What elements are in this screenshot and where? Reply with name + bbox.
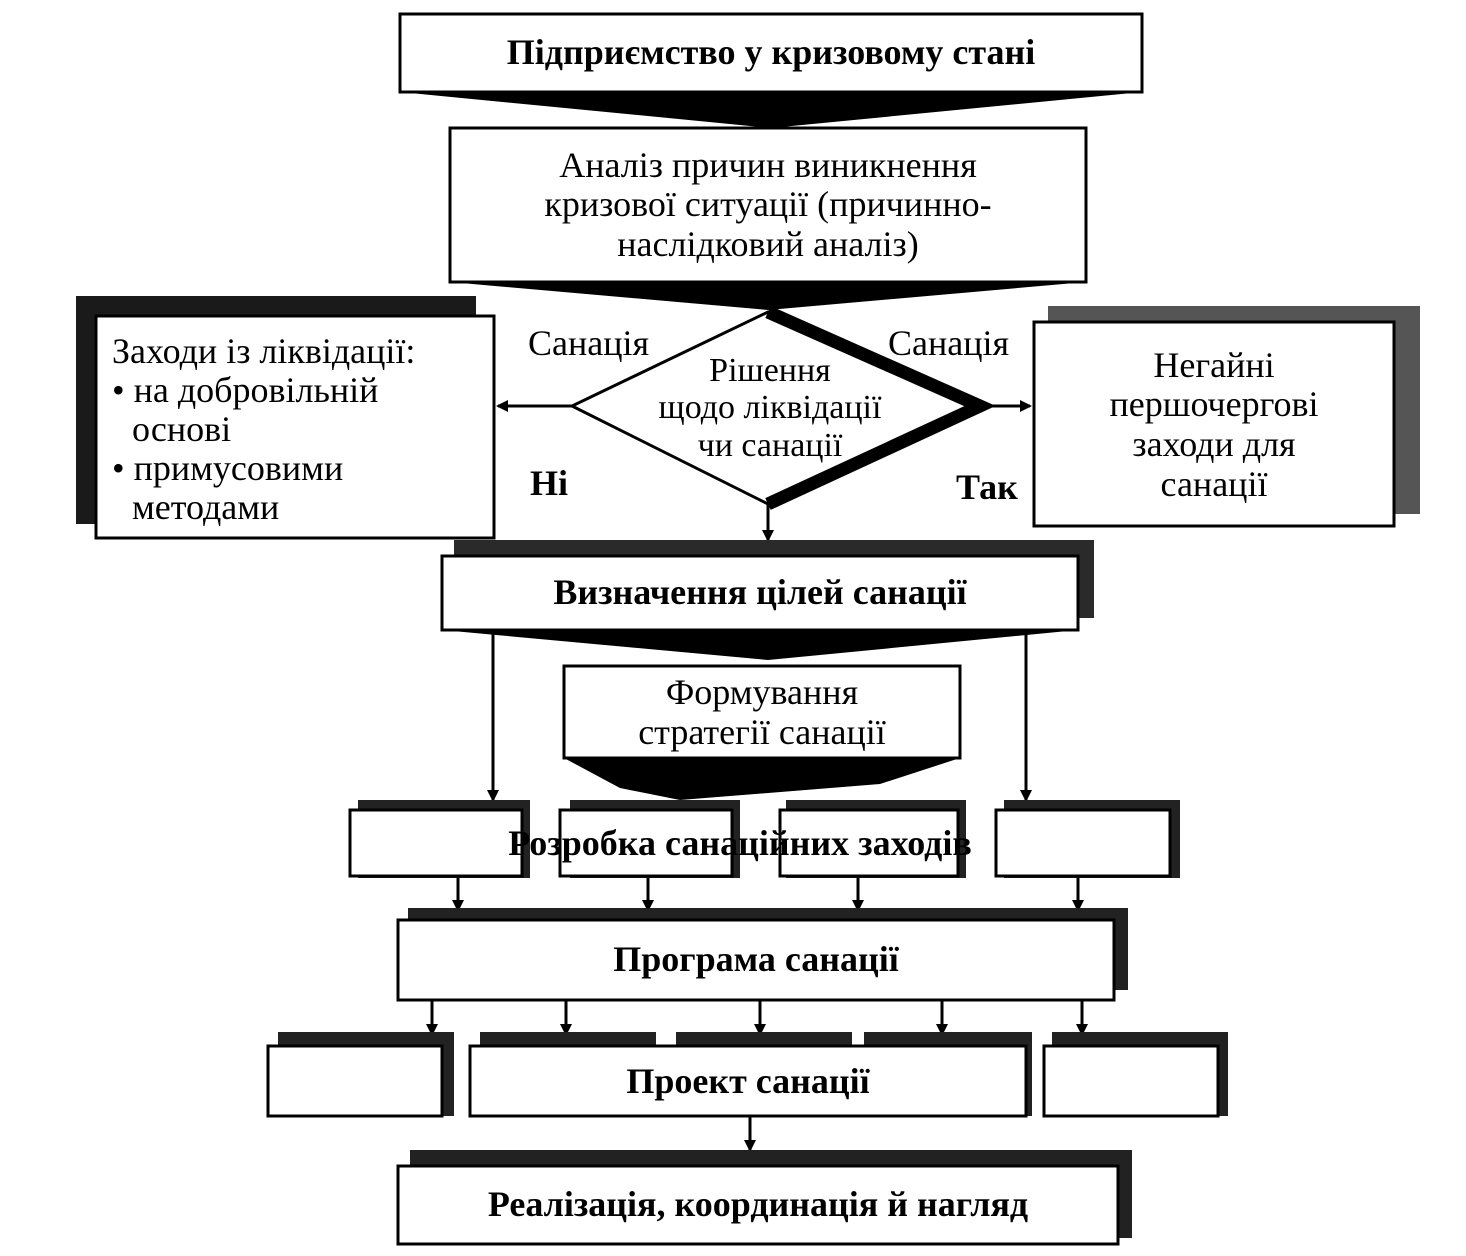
decision-line-2: щодо ліквідації bbox=[658, 389, 882, 427]
liquidation-item-2-cont: методами bbox=[132, 486, 280, 527]
decision-label: Рішення щодо ліквідації чи санації bbox=[640, 348, 900, 468]
analysis-line-2: кризової ситуації (причинно- bbox=[544, 184, 992, 225]
crisis-box bbox=[398, 12, 1144, 94]
liquidation-item-2: • примусовими bbox=[112, 447, 344, 488]
strategy-funnel bbox=[564, 758, 960, 800]
urgent-line-1: Негайні bbox=[1153, 344, 1275, 385]
label-left-bottom: Ні bbox=[530, 463, 569, 503]
crisis-funnel bbox=[400, 92, 1142, 128]
analysis-line-3: наслідковий аналіз) bbox=[617, 223, 919, 264]
strategy-box bbox=[562, 664, 962, 760]
strategy-line-1: Формування bbox=[665, 672, 859, 713]
dev-box-4 bbox=[994, 808, 1172, 878]
proj-box-main bbox=[468, 1044, 1028, 1118]
label-left-top: Санація bbox=[528, 323, 650, 363]
development-label: Розробка санаційних заходів bbox=[508, 823, 972, 864]
proj-box-1 bbox=[266, 1044, 444, 1118]
decision-line-3: чи санації bbox=[697, 426, 843, 464]
analysis-box bbox=[448, 126, 1088, 284]
urgent-box bbox=[1032, 320, 1396, 528]
urgent-line-4: санації bbox=[1160, 463, 1268, 504]
urgent-line-2: першочергові bbox=[1109, 384, 1319, 425]
urgent-label: Негайні першочергові заходи для санації bbox=[1034, 330, 1394, 520]
goals-funnel bbox=[442, 630, 1078, 660]
strategy-label: Формування стратегії санації bbox=[564, 668, 960, 758]
liquidation-item-1-cont: основі bbox=[132, 408, 232, 449]
analysis-line-1: Аналіз причин виникнення bbox=[559, 144, 977, 185]
dev-box-2 bbox=[558, 808, 734, 878]
project-label: Проект санації bbox=[626, 1061, 870, 1102]
analysis-funnel bbox=[450, 282, 1086, 310]
liquidation-item-1: • на добровільній bbox=[112, 369, 379, 410]
liquidation-title: Заходи із ліквідації: bbox=[112, 331, 416, 371]
program-box bbox=[396, 918, 1116, 1002]
crisis-label: Підприємство у кризовому стані bbox=[506, 32, 1036, 73]
analysis-label: Аналіз причин виникнення кризової ситуац… bbox=[450, 128, 1086, 282]
label-right-bottom: Так bbox=[956, 467, 1018, 507]
label-right-top: Санація bbox=[888, 323, 1010, 363]
impl-box bbox=[396, 1164, 1120, 1246]
proj-box-5 bbox=[1042, 1044, 1220, 1118]
strategy-line-2: стратегії санації bbox=[638, 712, 886, 752]
decision-line-1: Рішення bbox=[709, 351, 831, 389]
dev-box-1 bbox=[348, 808, 524, 878]
implementation-label: Реалізація, координація й нагляд bbox=[487, 1184, 1029, 1225]
urgent-line-3: заходи для bbox=[1132, 424, 1296, 464]
liquidation-box bbox=[94, 314, 496, 540]
goals-box bbox=[440, 554, 1080, 632]
liquidation-list: Заходи із ліквідації: • на добровільній … bbox=[112, 332, 492, 526]
program-label: Програма санації bbox=[613, 939, 899, 980]
goals-label: Визначення цілей санації bbox=[553, 572, 967, 613]
dev-box-3 bbox=[778, 808, 960, 878]
